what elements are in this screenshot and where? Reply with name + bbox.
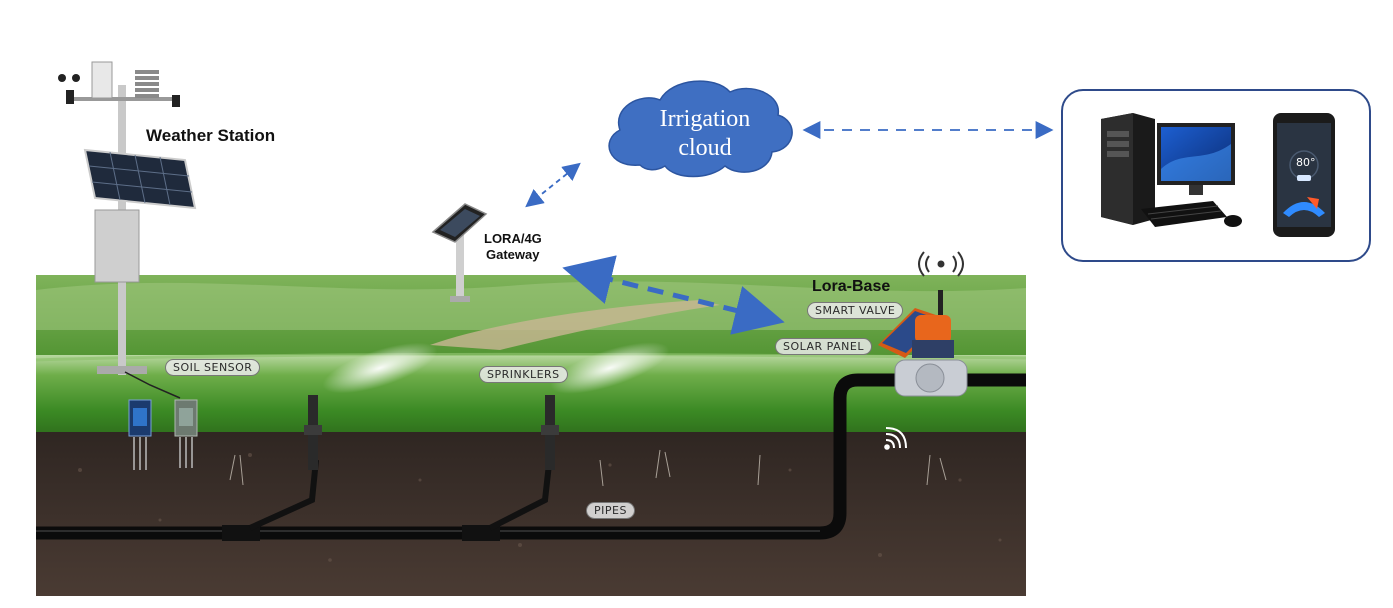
- cloud-label-line2: cloud: [678, 135, 732, 161]
- pipe-network: [36, 373, 1026, 541]
- user-devices-panel: 80°: [1061, 89, 1371, 262]
- sprinklers-label: SPRINKLERS: [479, 366, 568, 383]
- desktop-computer-icon: [1101, 113, 1242, 227]
- smart-valve-label: SMART VALVE: [807, 302, 904, 319]
- soil-sensor-label: SOIL SENSOR: [165, 359, 261, 376]
- gateway-label-line2: Gateway: [486, 247, 540, 262]
- connection-arrows: [525, 121, 1054, 335]
- solar-panel-label: SOLAR PANEL: [775, 338, 872, 355]
- wifi-signal-icon: [884, 427, 907, 450]
- weather-station-icon: [58, 61, 197, 375]
- lora-base-label: Lora-Base: [812, 278, 891, 295]
- gateway-icon: [431, 203, 488, 302]
- pipes-label: PIPES: [586, 502, 635, 519]
- smartphone-icon: [1273, 113, 1335, 237]
- soil-sensor-icon: [124, 371, 198, 470]
- smart-valve-icon: [878, 290, 968, 397]
- antenna-signal-icon: [918, 251, 964, 277]
- phone-temperature: 80°: [1296, 156, 1316, 169]
- sprinkler-icon: [304, 342, 670, 470]
- cloud-label-line1: Irrigation: [659, 106, 751, 132]
- gateway-label-line1: LORA/4G: [484, 231, 542, 246]
- irrigation-cloud-icon: [608, 80, 793, 178]
- solar-panel-icon: [83, 148, 197, 210]
- soil-layer: [36, 432, 1026, 596]
- weather-station-label: Weather Station: [146, 126, 276, 145]
